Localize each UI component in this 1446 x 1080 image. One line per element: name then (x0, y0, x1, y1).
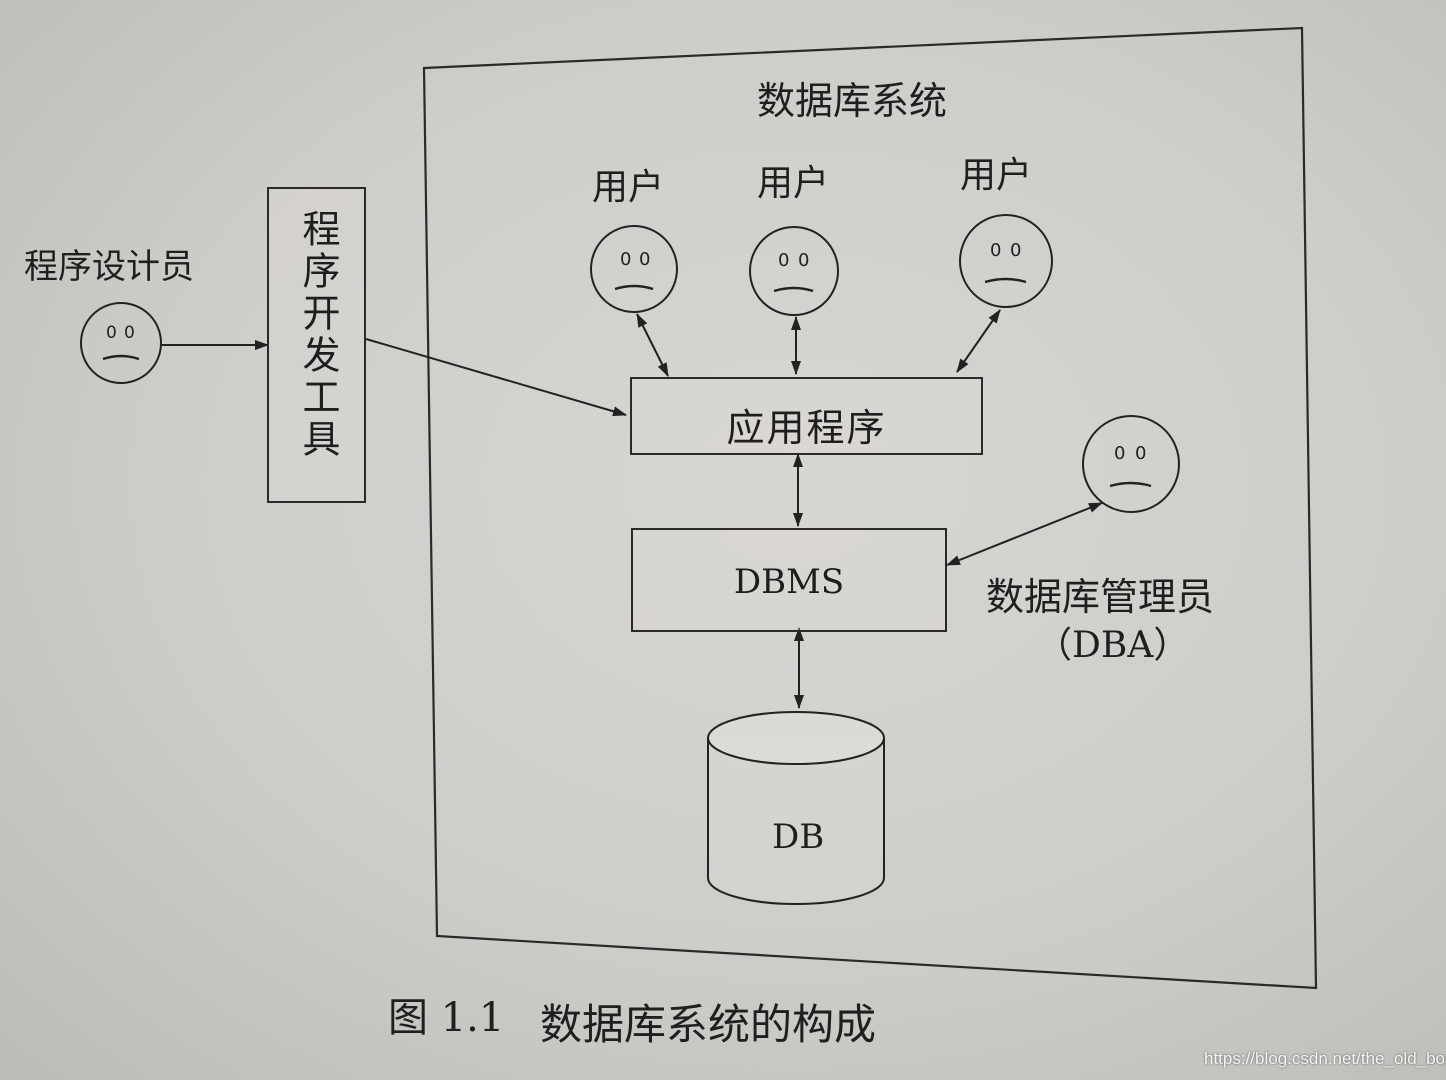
user-label-3: 用户 (960, 155, 1033, 196)
arrow-user3-app (956, 309, 1001, 373)
figure-caption: 数据库系统的构成 (540, 1000, 877, 1049)
dev-tool-label: 程序开发工具 (296, 209, 340, 461)
user-label-1: 用户 (592, 167, 665, 208)
svg-text:0: 0 (1114, 443, 1125, 464)
svg-text:0: 0 (990, 240, 1001, 261)
svg-text:0: 0 (1010, 240, 1021, 261)
arrow-dba-dbms (946, 502, 1103, 566)
programmer-label: 程序设计员 (24, 247, 194, 287)
svg-text:0: 0 (798, 250, 809, 271)
figure-number: 图 1.1 (388, 995, 505, 1041)
system-boundary (422, 26, 1318, 990)
system-title: 数据库系统 (757, 79, 948, 123)
svg-text:0: 0 (639, 249, 650, 270)
app-label: 应用程序 (726, 406, 887, 450)
app-box: 应用程序 (630, 377, 983, 455)
dba-label: 数据库管理员 (986, 575, 1215, 619)
user-face-2: 0 0 (749, 226, 839, 316)
user-face-3: 0 0 (959, 214, 1053, 308)
user-label-2: 用户 (757, 163, 830, 204)
svg-text:0: 0 (778, 250, 789, 271)
programmer-face: 0 0 (80, 302, 162, 384)
dba-face: 0 0 (1082, 415, 1180, 513)
db-label: DB (772, 817, 825, 857)
db-cylinder (707, 711, 885, 905)
dbms-label: DBMS (733, 562, 845, 602)
svg-text:0: 0 (1135, 443, 1146, 464)
svg-text:0: 0 (106, 323, 117, 343)
arrow-tool-to-app (365, 338, 627, 417)
svg-text:0: 0 (124, 323, 135, 343)
dbms-box: DBMS (631, 528, 947, 632)
watermark: https://blog.csdn.net/the_old_boy (1204, 1049, 1446, 1068)
svg-text:0: 0 (620, 249, 631, 270)
user-face-1: 0 0 (590, 225, 678, 313)
dba-abbr: （DBA） (1036, 625, 1190, 666)
arrow-user1-app (636, 313, 669, 377)
dev-tool-box: 程序开发工具 (267, 187, 366, 503)
